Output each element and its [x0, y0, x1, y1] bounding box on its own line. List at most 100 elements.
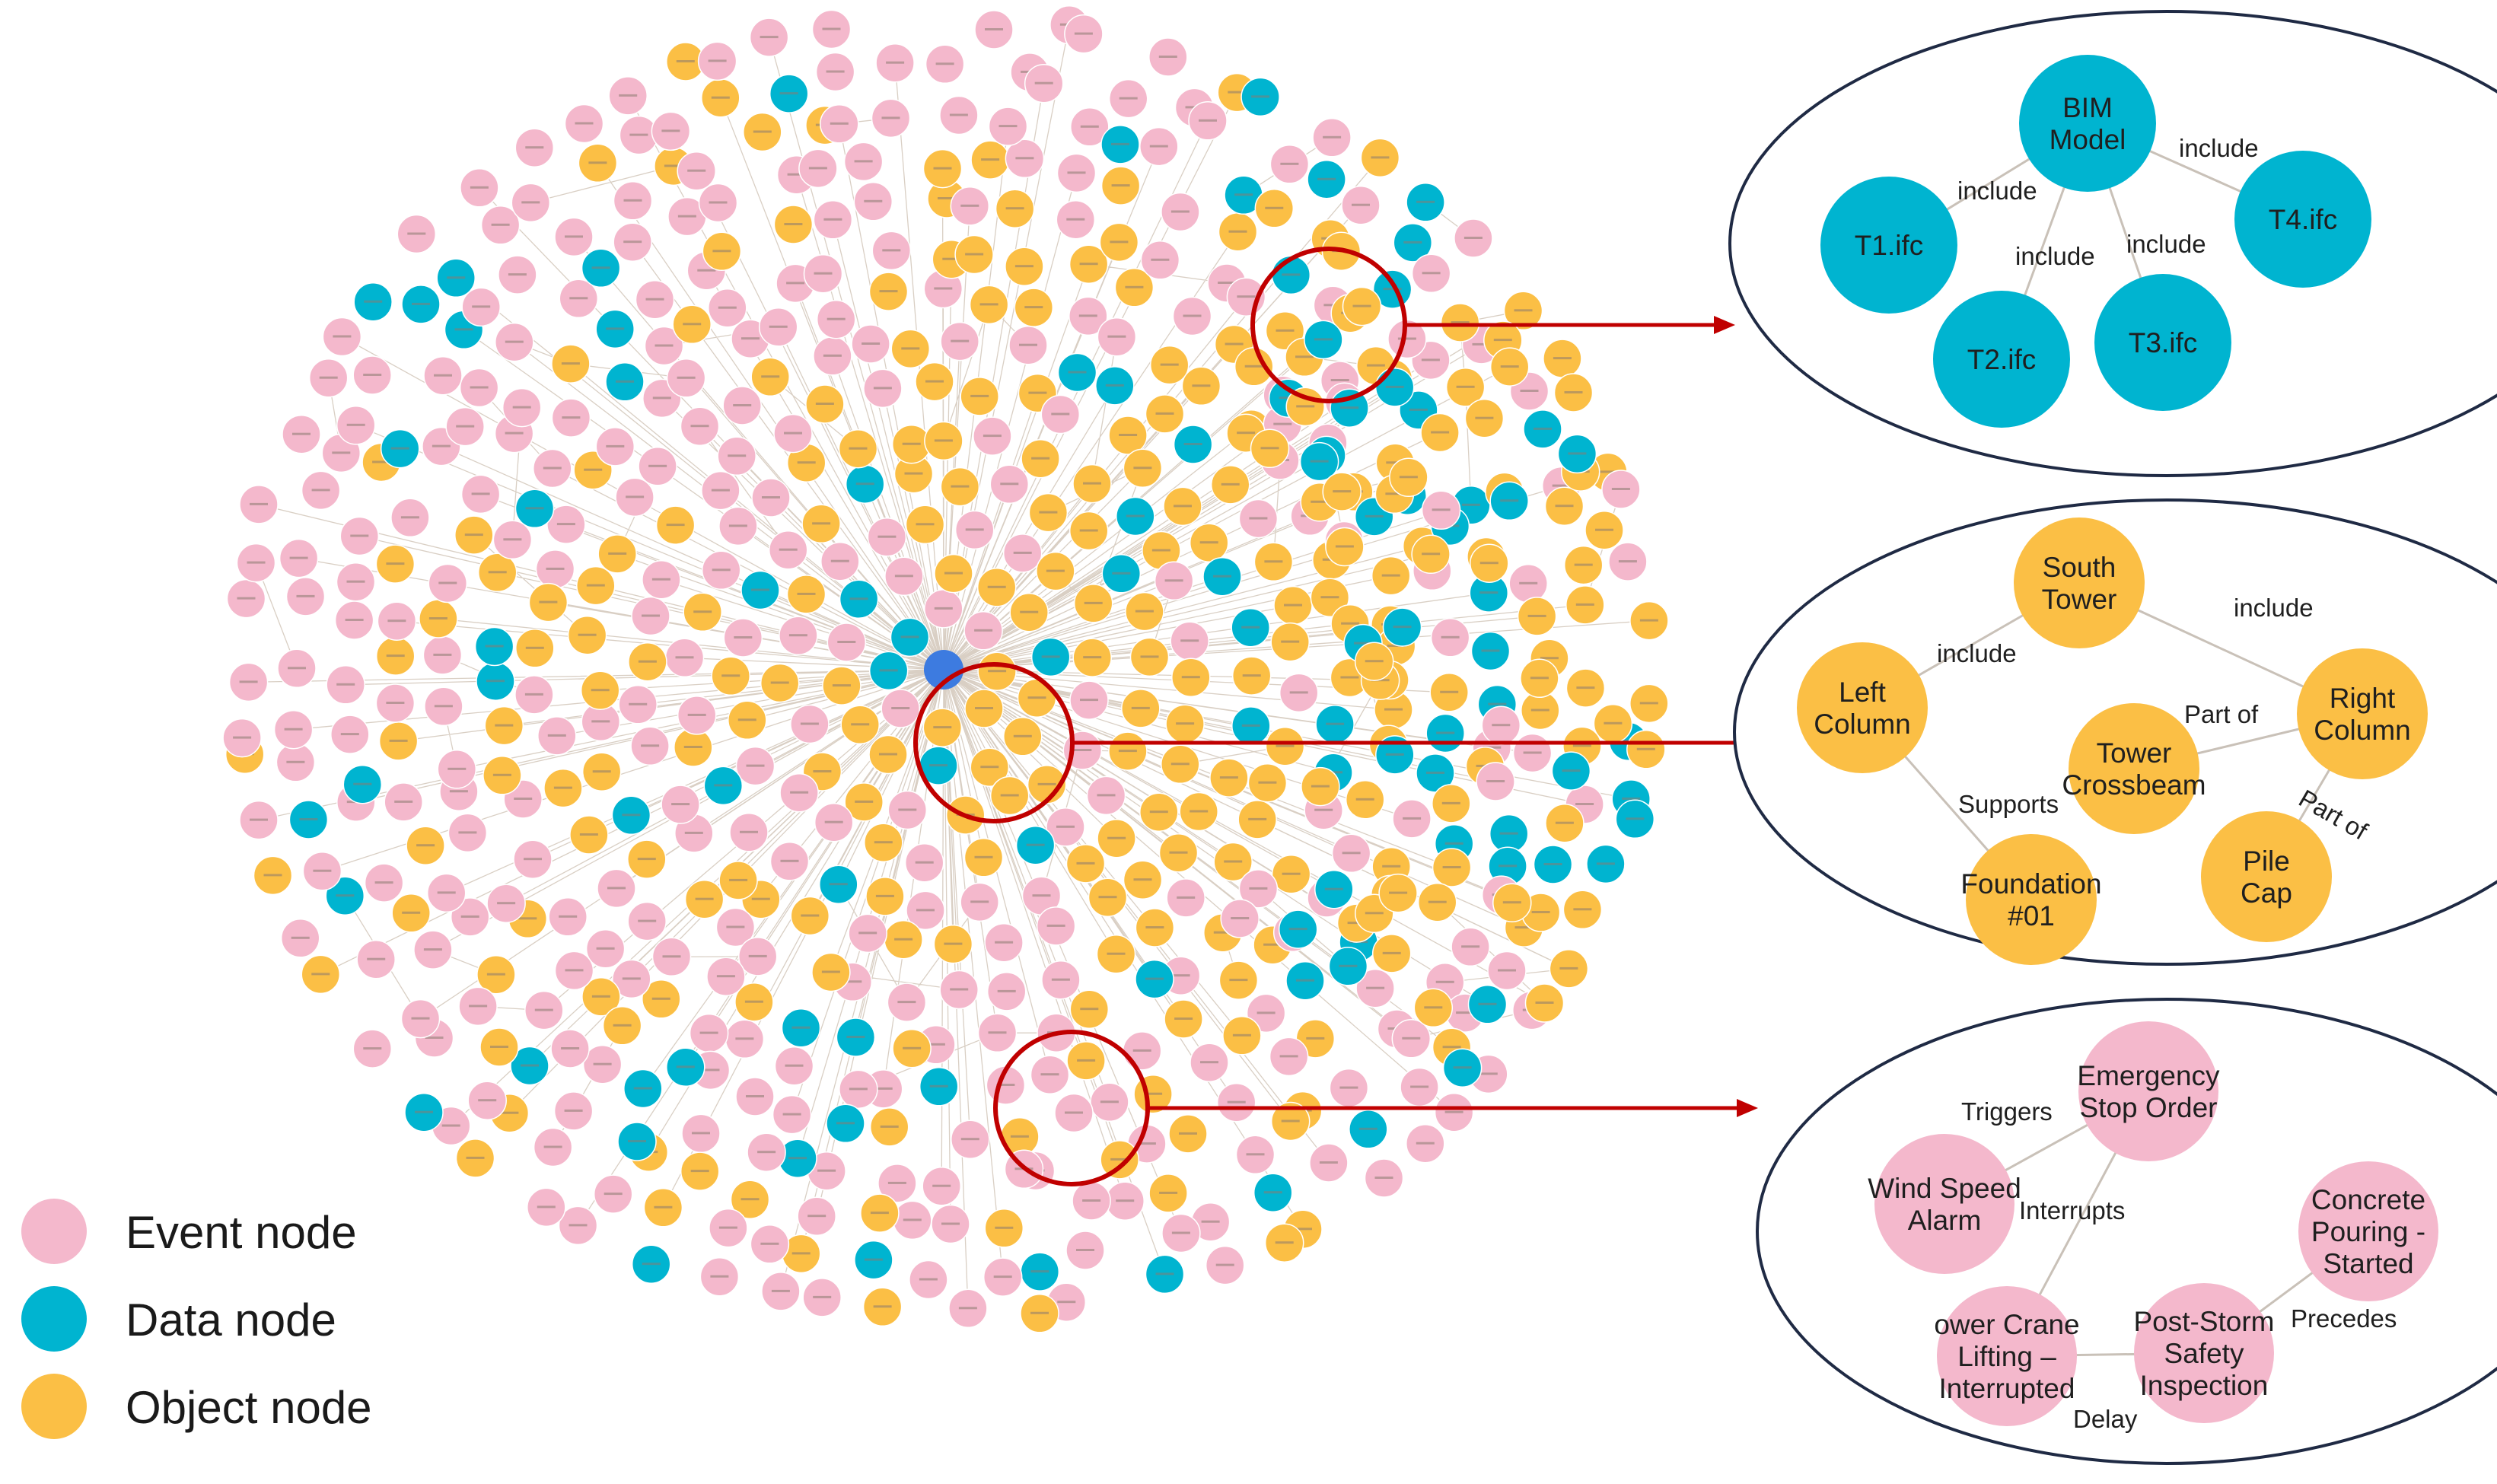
network-node-object — [391, 893, 431, 933]
network-node-object — [628, 642, 667, 682]
network-node-event — [326, 665, 365, 705]
edge-label-bim-t1: include — [1957, 177, 2037, 205]
network-node-object — [840, 705, 880, 745]
network-node-object — [1135, 908, 1175, 947]
network-node-event — [445, 406, 485, 447]
network-node-object — [1069, 244, 1109, 284]
network-node-object — [1464, 398, 1505, 438]
network-node-event — [559, 279, 599, 319]
network-node-event — [1601, 470, 1641, 509]
network-node-data — [353, 282, 393, 322]
network-node-object — [1342, 286, 1382, 326]
node-emerg-circle — [2078, 1021, 2218, 1161]
network-node-object — [1014, 288, 1054, 327]
network-node-event — [1454, 218, 1493, 258]
network-node-object — [1270, 1101, 1311, 1142]
network-node-data — [1253, 1173, 1293, 1212]
network-node-object — [862, 1287, 903, 1327]
network-node-event — [428, 563, 468, 603]
network-node-object — [786, 575, 826, 614]
network-node-object — [970, 140, 1010, 180]
network-node-data — [1374, 368, 1415, 407]
network-node-event — [279, 538, 319, 578]
network-node-data — [819, 865, 858, 904]
network-node-event — [1309, 1143, 1349, 1183]
network-node-event — [973, 416, 1012, 456]
network-node-data — [854, 1240, 893, 1280]
node-t1-circle — [1820, 177, 1957, 314]
network-node-object — [569, 815, 609, 855]
network-node-event — [887, 790, 928, 830]
legend-label-event: Event node — [126, 1207, 357, 1258]
network-node-event — [302, 851, 342, 891]
network-node-event — [989, 464, 1030, 505]
network-node-event — [222, 718, 262, 758]
network-node-event — [1430, 618, 1470, 658]
network-node-event — [1238, 498, 1279, 539]
network-node-object — [1231, 656, 1272, 696]
network-node-object — [378, 721, 419, 761]
network-node-object — [701, 78, 741, 118]
network-node-event — [1097, 317, 1137, 357]
network-node-object — [750, 357, 790, 397]
network-node-event — [339, 516, 380, 556]
network-node-object — [301, 954, 341, 995]
node-right-label: Column — [2314, 715, 2411, 746]
network-node-object — [1301, 766, 1340, 807]
network-node-object — [1549, 949, 1589, 989]
edge-label-south-right: include — [2234, 594, 2314, 622]
node-t2: T2.ifc — [1933, 291, 2070, 428]
network-node-event — [334, 600, 374, 640]
network-node-object — [581, 977, 621, 1017]
network-node-data — [1202, 556, 1242, 597]
network-node-data — [1173, 425, 1213, 464]
network-node-event — [1508, 564, 1548, 603]
network-node-event — [651, 111, 691, 151]
network-node-event — [644, 326, 684, 366]
network-node-event — [1072, 1181, 1111, 1221]
network-node-object — [1417, 882, 1457, 922]
network-node-event — [615, 477, 655, 517]
network-node-object — [743, 112, 782, 152]
legend-item-event: Event node — [21, 1199, 357, 1264]
network-node-object — [1544, 486, 1585, 526]
network-node-event — [533, 1127, 573, 1167]
network-node-object — [515, 629, 555, 668]
network-node-event — [651, 937, 692, 977]
network-node-object — [1237, 800, 1277, 839]
node-emerg-label: Emergency — [2077, 1060, 2220, 1091]
network-node-event — [797, 1196, 836, 1236]
network-node-data — [1470, 631, 1511, 671]
node-south-label: Tower — [2042, 584, 2117, 615]
network-node-data — [1116, 496, 1155, 537]
network-node-object — [1325, 527, 1365, 567]
network-node-object — [578, 143, 618, 183]
network-node-object — [773, 205, 814, 244]
network-node-event — [1105, 1181, 1145, 1221]
network-node-event — [608, 76, 648, 116]
network-node-event — [1434, 1092, 1474, 1132]
network-node-event — [1269, 1037, 1309, 1077]
network-node-event — [1056, 199, 1096, 240]
network-node-event — [1002, 533, 1043, 573]
network-node-object — [801, 504, 841, 544]
network-node-object — [1108, 731, 1148, 771]
network-node-event — [718, 506, 758, 546]
network-node-event — [1235, 1135, 1276, 1175]
network-node-object — [860, 1193, 900, 1233]
network-node-event — [1108, 78, 1148, 119]
node-emerg-label: Stop Order — [2080, 1092, 2218, 1123]
node-post-label: Post-Storm — [2133, 1306, 2274, 1337]
network-node-event — [1512, 733, 1553, 773]
network-node-object — [1250, 428, 1290, 469]
node-found: Foundation#01 — [1960, 834, 2102, 965]
network-node-object — [1100, 1140, 1139, 1180]
network-node-object — [838, 428, 878, 469]
network-node-object — [1420, 412, 1460, 453]
network-node-event — [722, 386, 762, 425]
highlight-bim — [1250, 247, 1735, 403]
callout-arrowhead — [1714, 316, 1735, 334]
network-node-object — [1371, 556, 1411, 596]
